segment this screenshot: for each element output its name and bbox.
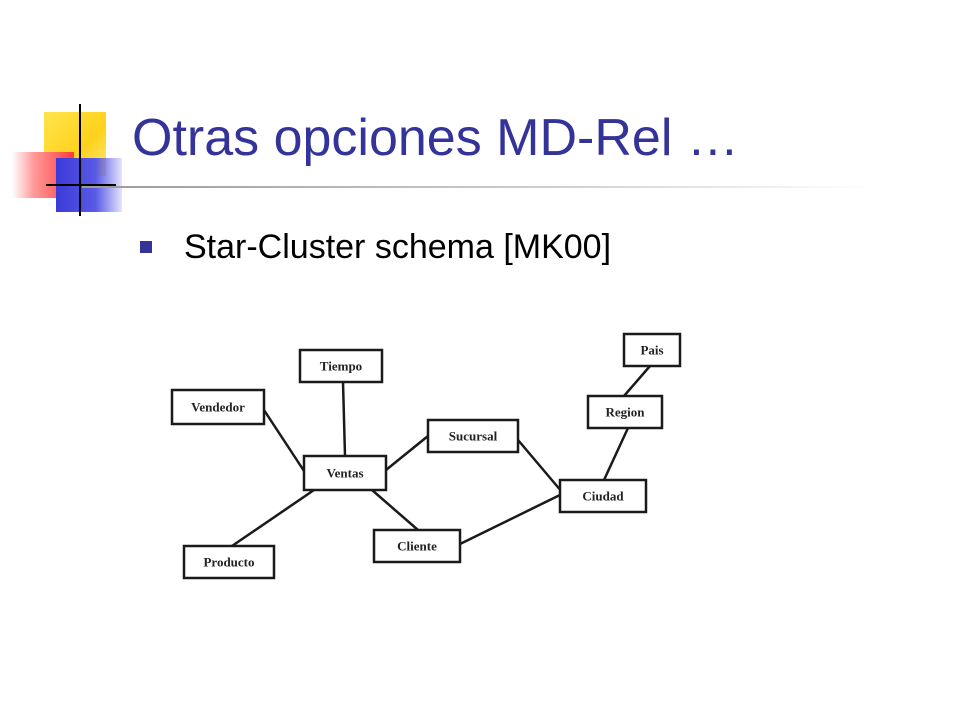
node-label-cliente: Cliente: [397, 539, 437, 554]
node-box-sucursal: [426, 418, 520, 454]
node-box-producto: [182, 544, 276, 580]
node-box-cliente: [372, 528, 462, 564]
logo-vertical-line: [79, 104, 81, 216]
bullet-item: Star-Cluster schema [MK00]: [140, 222, 611, 272]
edge-vendedor-ventas: [260, 406, 308, 475]
node-box-ventas: [302, 454, 388, 492]
node-label-pais: Pais: [640, 343, 663, 358]
edge-sucursal-ciudad: [517, 439, 563, 493]
node-label-vendedor: Vendedor: [191, 400, 245, 415]
node-label-region: Region: [606, 405, 646, 420]
node-ventas: Ventas: [302, 454, 388, 492]
edge-ventas-producto: [231, 488, 315, 548]
edge-cliente-ciudad: [459, 492, 563, 546]
node-box-region: [586, 394, 664, 430]
node-sucursal: Sucursal: [426, 418, 520, 454]
node-label-producto: Producto: [203, 555, 254, 570]
node-box-pais: [622, 332, 682, 368]
node-pais: Pais: [622, 332, 682, 368]
node-label-tiempo: Tiempo: [320, 359, 362, 374]
node-box-vendedor: [170, 388, 266, 426]
edge-region-pais: [623, 365, 651, 397]
node-label-sucursal: Sucursal: [449, 429, 498, 444]
edge-tiempo-ventas: [341, 381, 347, 457]
node-label-ventas: Ventas: [326, 466, 363, 481]
edge-ventas-sucursal: [385, 435, 429, 471]
edge-ciudad-region: [602, 427, 630, 481]
node-label-ciudad: Ciudad: [582, 489, 624, 504]
node-tiempo: Tiempo: [298, 348, 384, 384]
bullet-text: Star-Cluster schema [MK00]: [184, 227, 612, 266]
corner-logo-icon: [0, 0, 140, 230]
edge-ventas-cliente: [371, 489, 419, 531]
diagram-edges: [231, 365, 651, 548]
node-ciudad: Ciudad: [558, 478, 648, 514]
title-underline: [82, 186, 872, 188]
bullet-square-icon: [140, 241, 152, 253]
node-region: Region: [586, 394, 664, 430]
slide-title: Otras opciones MD-Rel …: [132, 109, 739, 167]
node-vendedor: Vendedor: [170, 388, 266, 426]
node-producto: Producto: [182, 544, 276, 580]
logo-horizontal-line: [46, 184, 116, 186]
node-cliente: Cliente: [372, 528, 462, 564]
node-box-ciudad: [558, 478, 648, 514]
node-box-tiempo: [298, 348, 384, 384]
